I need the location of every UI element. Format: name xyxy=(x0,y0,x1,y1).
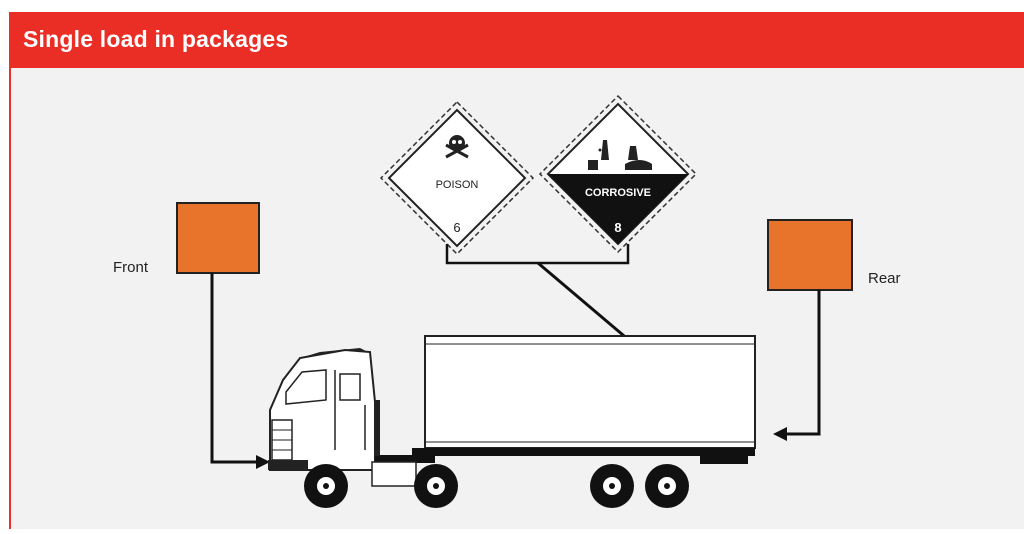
front-connector-arrow xyxy=(212,273,258,462)
front-orange-plate xyxy=(177,203,259,273)
corrosive-class-number: 8 xyxy=(614,220,621,235)
placard-bracket xyxy=(447,244,628,263)
poison-placard: POISON 6 xyxy=(381,102,533,254)
poison-text: POISON xyxy=(436,179,479,191)
front-label: Front xyxy=(113,259,149,276)
truck xyxy=(268,336,755,508)
corrosive-text: CORROSIVE xyxy=(585,187,651,199)
trailer-box xyxy=(425,336,755,448)
rear-connector-arrow xyxy=(786,290,819,434)
drive-wheel xyxy=(414,464,458,508)
poison-class-number: 6 xyxy=(453,220,460,235)
rear-arrowhead xyxy=(773,427,787,441)
corrosive-placard: CORROSIVE 8 xyxy=(540,96,696,252)
rear-label: Rear xyxy=(868,270,901,287)
trailer-wheel-2 xyxy=(645,464,689,508)
front-wheel xyxy=(304,464,348,508)
front-arrowhead xyxy=(256,455,270,469)
rear-orange-plate xyxy=(768,220,852,290)
trailer-wheel-1 xyxy=(590,464,634,508)
